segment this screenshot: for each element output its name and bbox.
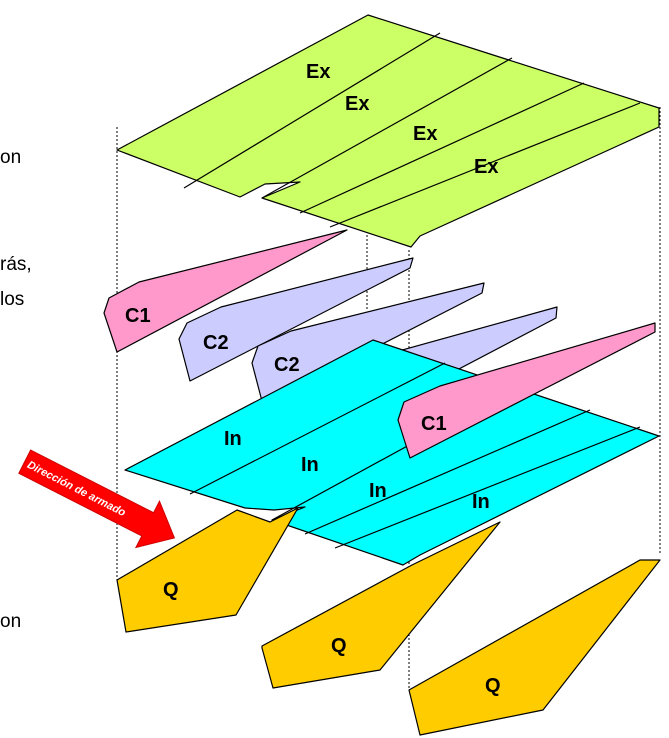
interior-label-3: In <box>369 480 387 502</box>
q-label-2: Q <box>331 635 347 657</box>
exterior-seam-4 <box>329 102 641 228</box>
exterior-label-3: Ex <box>413 123 437 145</box>
q-label-1: Q <box>163 579 179 601</box>
interior-label-4: In <box>472 491 490 513</box>
left-text-fragment-3: los <box>0 289 24 310</box>
interior-seam-4 <box>334 426 641 549</box>
c2-label-2: C2 <box>274 354 300 376</box>
c2-label-1: C2 <box>203 332 229 354</box>
exterior-label-4: Ex <box>474 156 498 178</box>
interior-seam-1 <box>189 362 446 495</box>
exterior-layer: Ex Ex Ex Ex <box>116 14 660 248</box>
c1-piece-bottom: C1 <box>397 322 656 459</box>
exterior-seam-3 <box>299 82 585 214</box>
interior-label-1: In <box>224 428 242 450</box>
c1-label-bottom: C1 <box>421 413 447 435</box>
c2-shape-1 <box>178 257 414 382</box>
exterior-sheet <box>116 14 660 248</box>
q-shape-3 <box>408 559 661 736</box>
c1-label-top: C1 <box>125 305 151 327</box>
exterior-seam-1 <box>183 32 441 189</box>
q-label-3: Q <box>485 675 501 697</box>
left-text-fragment-2: rás, <box>0 254 32 275</box>
q-shape-2 <box>261 521 501 689</box>
exterior-seam-2 <box>261 57 513 199</box>
interior-label-2: In <box>301 454 319 476</box>
exterior-label-2: Ex <box>345 93 369 115</box>
c1-shape-bottom <box>397 322 656 459</box>
q-shape-1 <box>116 507 299 633</box>
c1-shape-top <box>103 229 348 353</box>
exterior-label-1: Ex <box>306 61 330 83</box>
arrow-shape <box>18 449 176 549</box>
q-pieces: Q Q Q <box>116 507 661 736</box>
interior-seam-3 <box>304 409 591 535</box>
left-text-fragment-4: on <box>0 611 21 632</box>
arrow-label: Dirección de armado <box>25 459 128 519</box>
left-text-fragment-1: on <box>0 147 21 168</box>
c1-piece-top: C1 <box>103 229 348 353</box>
